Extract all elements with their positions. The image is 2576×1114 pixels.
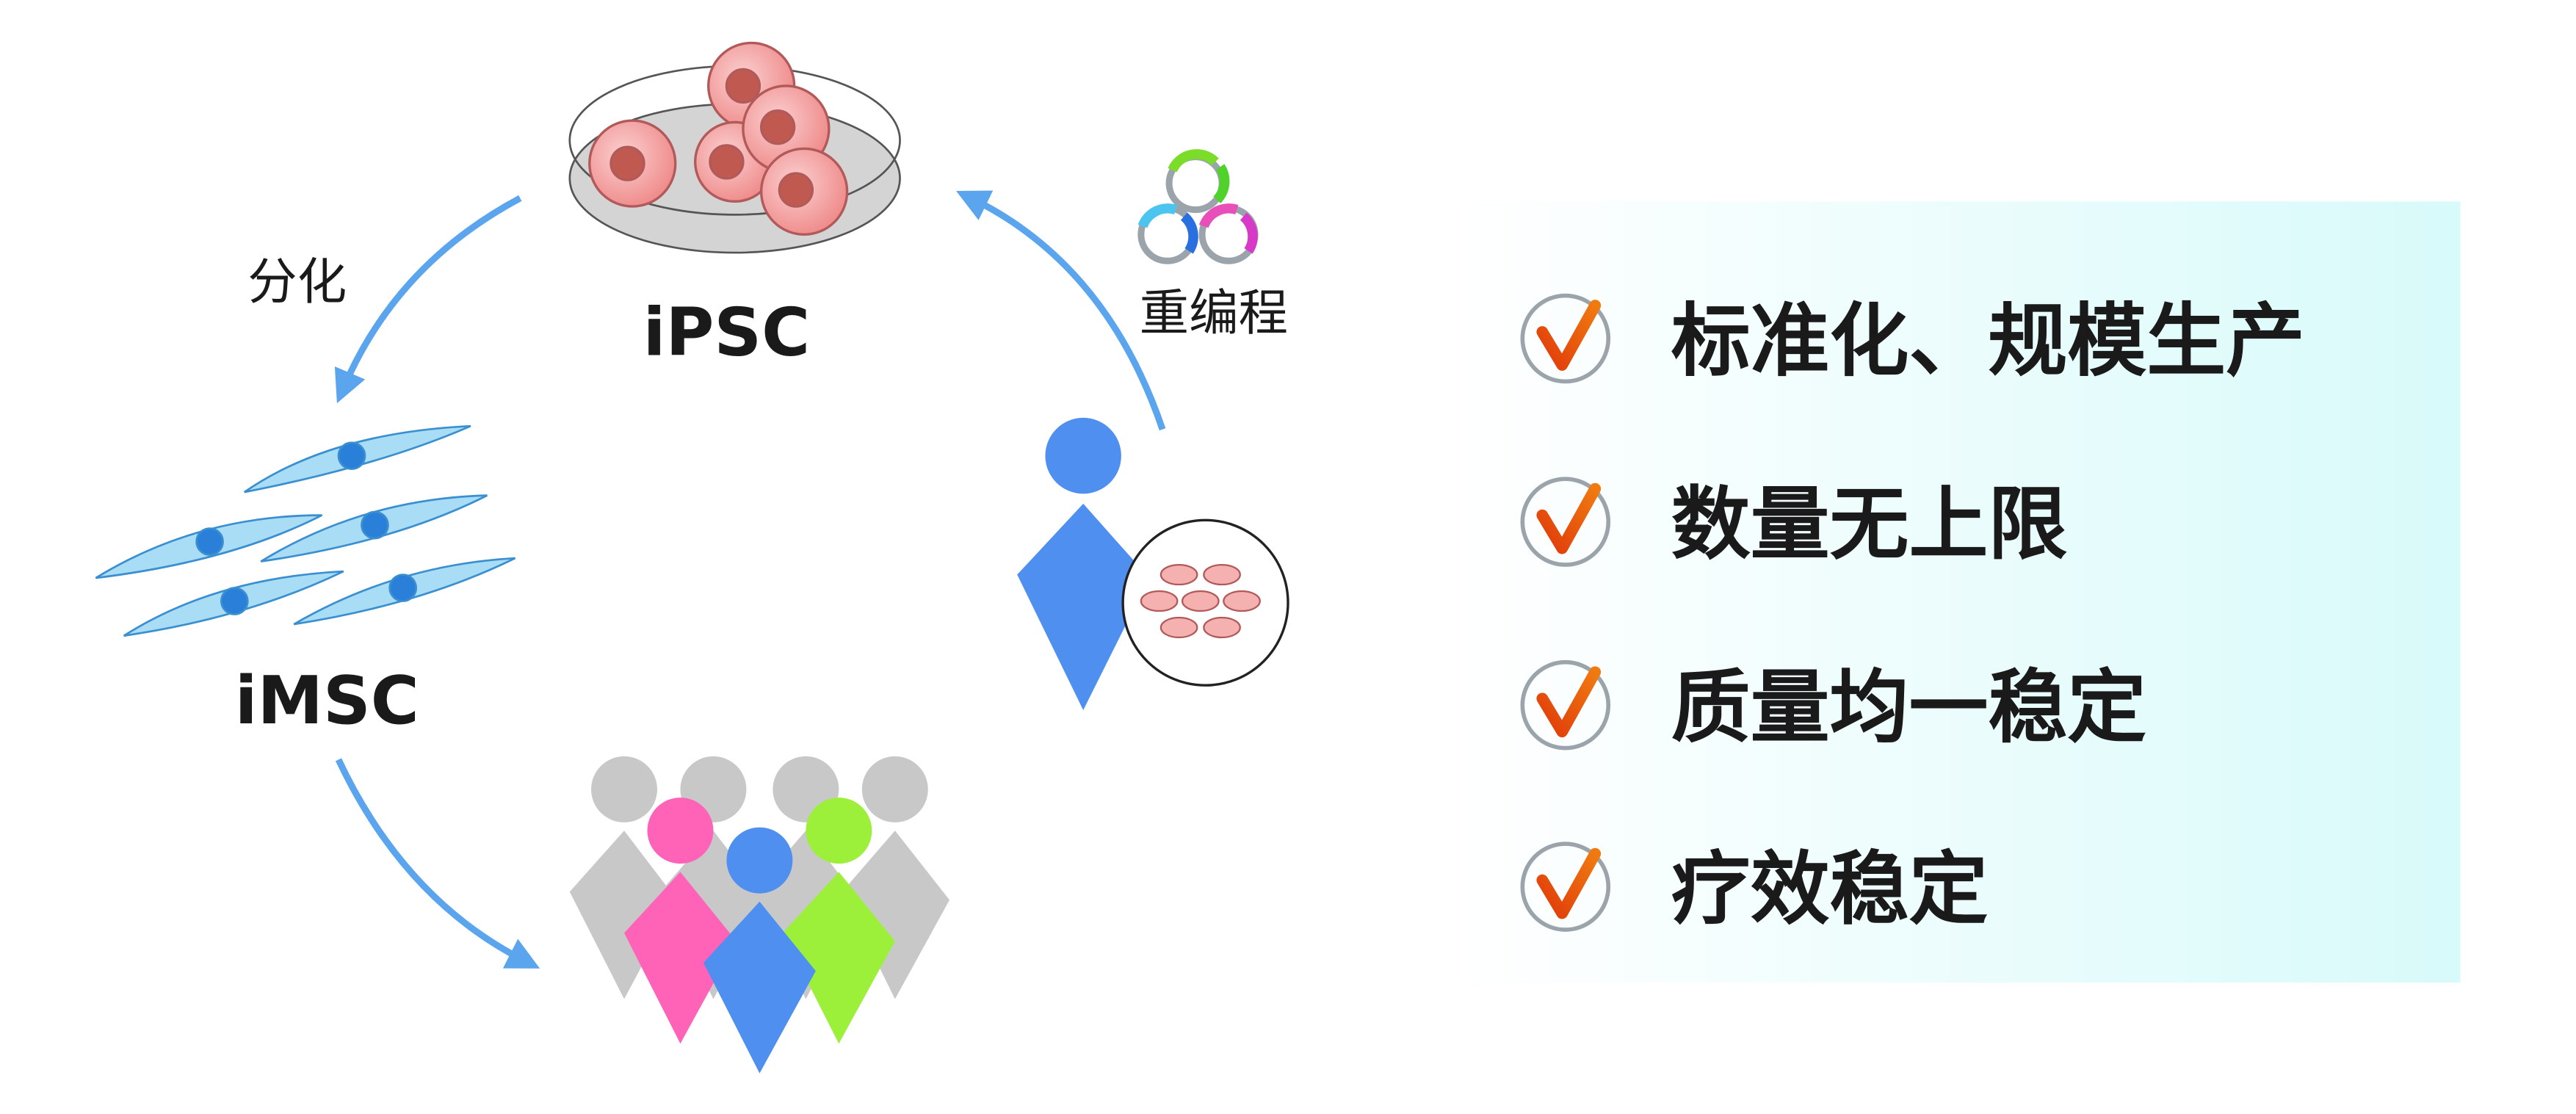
plasmid-icon <box>1137 149 1259 264</box>
check-icon <box>1520 477 1611 567</box>
donor-person-icon <box>1017 417 1289 710</box>
check-icon <box>1520 842 1611 932</box>
ipsc-label: iPSC <box>643 294 811 371</box>
advantage-label: 数量无上限 <box>1671 479 2068 571</box>
advantage-item: 数量无上限 <box>1520 477 2068 571</box>
imsc-cells-icon <box>95 424 516 637</box>
advantage-label: 质量均一稳定 <box>1671 662 2147 754</box>
advantage-item: 疗效稳定 <box>1520 842 1989 936</box>
ipsc-petri-dish-icon <box>568 41 901 254</box>
check-icon <box>1520 293 1611 384</box>
patients-group-icon <box>569 756 950 1074</box>
differentiation-arrow <box>334 195 522 404</box>
reprogramming-label: 重编程 <box>1140 284 1288 342</box>
advantage-label: 标准化、规模生产 <box>1671 295 2305 387</box>
advantages-panel <box>1461 201 2461 983</box>
imsc-label: iMSC <box>235 663 419 739</box>
advantage-item: 质量均一稳定 <box>1520 659 2147 754</box>
check-icon <box>1520 659 1611 750</box>
reprogramming-arrow <box>956 190 1166 431</box>
advantage-item: 标准化、规模生产 <box>1520 293 2305 387</box>
treatment-arrow <box>335 758 540 969</box>
differentiation-label: 分化 <box>247 253 347 311</box>
advantage-label: 疗效稳定 <box>1671 844 1989 936</box>
